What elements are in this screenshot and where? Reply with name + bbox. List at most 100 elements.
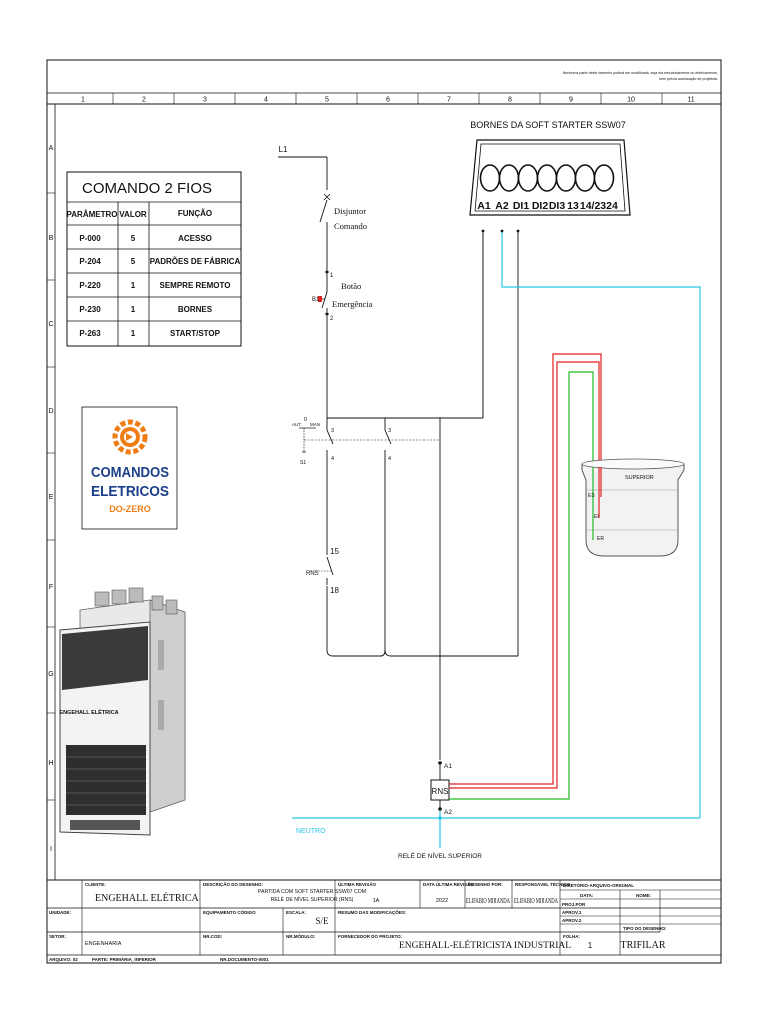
logo-line-3: DO-ZERO bbox=[109, 504, 151, 514]
row-label: B bbox=[49, 235, 54, 242]
table-cell: 1 bbox=[131, 305, 136, 314]
row-label: I bbox=[50, 846, 52, 853]
resumo-label: RESUMO DAS MODIFICAÇÕES: bbox=[338, 909, 407, 915]
aprov1-label: APROV.1 bbox=[562, 910, 582, 915]
table-cell: P-263 bbox=[79, 329, 101, 338]
selector-aut-label: AUT. bbox=[292, 422, 302, 427]
drawn-value: ELIFABIO MIRANDA bbox=[466, 896, 510, 905]
dir-label: DIRETÓRIO-ARQUIVO-ORIGINAL bbox=[563, 881, 634, 888]
row-label: A bbox=[49, 145, 54, 152]
column-label: 1 bbox=[81, 97, 85, 104]
column-ruler: 1 2 3 4 5 6 7 8 9 10 11 bbox=[81, 93, 695, 104]
setor-value: ENGENHARIA bbox=[85, 941, 122, 947]
unidade-label: UNIDADE: bbox=[49, 910, 72, 915]
table-cell: SEMPRE REMOTO bbox=[160, 281, 231, 290]
table-cell: P-000 bbox=[79, 234, 101, 243]
column-label: 7 bbox=[447, 97, 451, 104]
logo-line-1: COMANDOS bbox=[91, 465, 169, 481]
relay-caption: RELÉ DE NÍVEL SUPERIOR bbox=[398, 851, 482, 860]
column-label: 10 bbox=[627, 97, 635, 104]
selector-terminal: 4 bbox=[331, 456, 334, 462]
selector-tag: S1 bbox=[300, 460, 306, 466]
desc-line-1: PARTIDA COM SOFT STARTER SSW07 COM bbox=[258, 889, 366, 895]
relay-a1-label: A1 bbox=[444, 763, 452, 770]
probe-er-label: ER bbox=[597, 536, 604, 542]
ssw-terminal-label: DI1 bbox=[513, 200, 530, 212]
selector-terminal: 3 bbox=[388, 428, 391, 434]
table-cell: 5 bbox=[131, 234, 136, 243]
row-label: D bbox=[48, 408, 53, 415]
button-label-2: Emergência bbox=[332, 299, 373, 309]
ssw-terminal-label: 24 bbox=[606, 200, 618, 212]
soft-starter-device-illustration: ENGEHALL ELÉTRICA bbox=[59, 587, 186, 836]
date-rev-value: 2022 bbox=[436, 898, 448, 904]
table-cell: BORNES bbox=[178, 305, 213, 314]
ssw-terminal-label: 14/23 bbox=[580, 200, 606, 212]
fornecedor-value: ENGEHALL-ELÉTRICISTA INDUSTRIAL bbox=[399, 939, 571, 951]
row-label: F bbox=[49, 584, 53, 591]
resp-label: RESPONSÁVEL TÉCNICO bbox=[515, 880, 571, 887]
column-label: 6 bbox=[386, 97, 390, 104]
button-terminal-bottom: 2 bbox=[330, 316, 334, 322]
l1-label: L1 bbox=[279, 145, 288, 154]
probe-ei-label: EI bbox=[594, 514, 599, 520]
resp-value: ELIFABIO MIRANDA bbox=[514, 896, 558, 905]
table-cell: 5 bbox=[131, 257, 136, 266]
escala-value: S/E bbox=[315, 916, 329, 926]
setor-label: SETOR: bbox=[49, 934, 66, 939]
ssw-terminal-label: A1 bbox=[477, 200, 491, 212]
rns-contact-tag: RNS bbox=[306, 571, 319, 577]
selector-zero-label: 0 bbox=[304, 417, 307, 423]
table-cell: P-220 bbox=[79, 281, 101, 290]
relay-a2-label: A2 bbox=[444, 809, 452, 816]
button-tag: B1 bbox=[312, 297, 320, 303]
nrmodulo-label: NR.MÓDULO: bbox=[286, 932, 316, 939]
device-brand-label: ENGEHALL ELÉTRICA bbox=[59, 708, 118, 716]
button-label-1: Botão bbox=[341, 281, 361, 291]
desc-label: DESCRIÇÃO DO DESENHO: bbox=[203, 881, 264, 887]
notice-line-2: sem prévia autorização de projetista. bbox=[659, 77, 718, 81]
breaker-label-2: Comando bbox=[334, 221, 367, 231]
table-cell: PADRÕES DE FÁBRICA bbox=[150, 257, 241, 266]
arquivo-label: ARQUIVO: 02 bbox=[49, 957, 78, 962]
desc-line-2: RELÉ DE NÍVEL SUPERIOR (RNS) bbox=[271, 896, 354, 903]
ssw-title: BORNES DA SOFT STARTER SSW07 bbox=[470, 120, 626, 130]
command-table-title: COMANDO 2 FIOS bbox=[82, 180, 212, 197]
logo-line-2: ELETRICOS bbox=[91, 484, 169, 500]
fornecedor-label: FORNECEDOR DO PROJETO: bbox=[338, 934, 403, 939]
column-header-funcao: FUNÇÃO bbox=[178, 209, 212, 218]
breaker-label-1: Disjuntor bbox=[334, 206, 366, 216]
table-cell: 1 bbox=[131, 281, 136, 290]
proj-label: PROJ.POR bbox=[562, 902, 586, 907]
selector-terminal: 3 bbox=[331, 428, 334, 434]
client-value: ENGEHALL ELÉTRICA bbox=[95, 892, 200, 904]
column-label: 8 bbox=[508, 97, 512, 104]
ssw-terminal-label: DI2 bbox=[532, 200, 549, 212]
drawn-label: DESENHO POR: bbox=[468, 882, 503, 887]
notice-line-1: Nenhuma parte deste desenho poderá ser m… bbox=[563, 71, 718, 75]
column-label: 4 bbox=[264, 97, 268, 104]
row-ruler: A B C D E F G H I bbox=[47, 145, 55, 853]
breaker-symbol bbox=[319, 193, 331, 270]
ssw07-terminal-block: BORNES DA SOFT STARTER SSW07 A1 A2 DI1 D… bbox=[469, 120, 631, 216]
client-label: CLIENTE: bbox=[85, 882, 106, 887]
aprov2-label: APROV.2 bbox=[562, 918, 582, 923]
rev-label: ÚLTIMA REVISÃO bbox=[338, 881, 376, 887]
ssw-terminal-label: 13 bbox=[567, 200, 579, 212]
date-rev-label: DATA ÚLTIMA REVISÃO bbox=[423, 881, 474, 887]
title-block: CLIENTE: ENGEHALL ELÉTRICA DESCRIÇÃO DO … bbox=[46, 879, 722, 964]
column-header-valor: VALOR bbox=[119, 210, 147, 219]
rns-contact-terminal: 18 bbox=[330, 586, 339, 595]
table-cell: P-230 bbox=[79, 305, 101, 314]
folha-label: FOLHA: bbox=[563, 934, 580, 939]
tipo-value: TRIFILAR bbox=[621, 940, 666, 951]
column-label: 5 bbox=[325, 97, 329, 104]
ssw-terminal-label: DI3 bbox=[549, 200, 566, 212]
folha-value: 1 bbox=[588, 941, 593, 950]
rev-value: 1A bbox=[373, 898, 380, 904]
column-label: 3 bbox=[203, 97, 207, 104]
ssw-terminal-label: A2 bbox=[495, 200, 509, 212]
column-header-parametro: PARÂMETRO bbox=[67, 210, 118, 219]
nrcod-label: NR.COD: bbox=[203, 934, 223, 939]
selector-man-label: MAN bbox=[310, 422, 320, 427]
